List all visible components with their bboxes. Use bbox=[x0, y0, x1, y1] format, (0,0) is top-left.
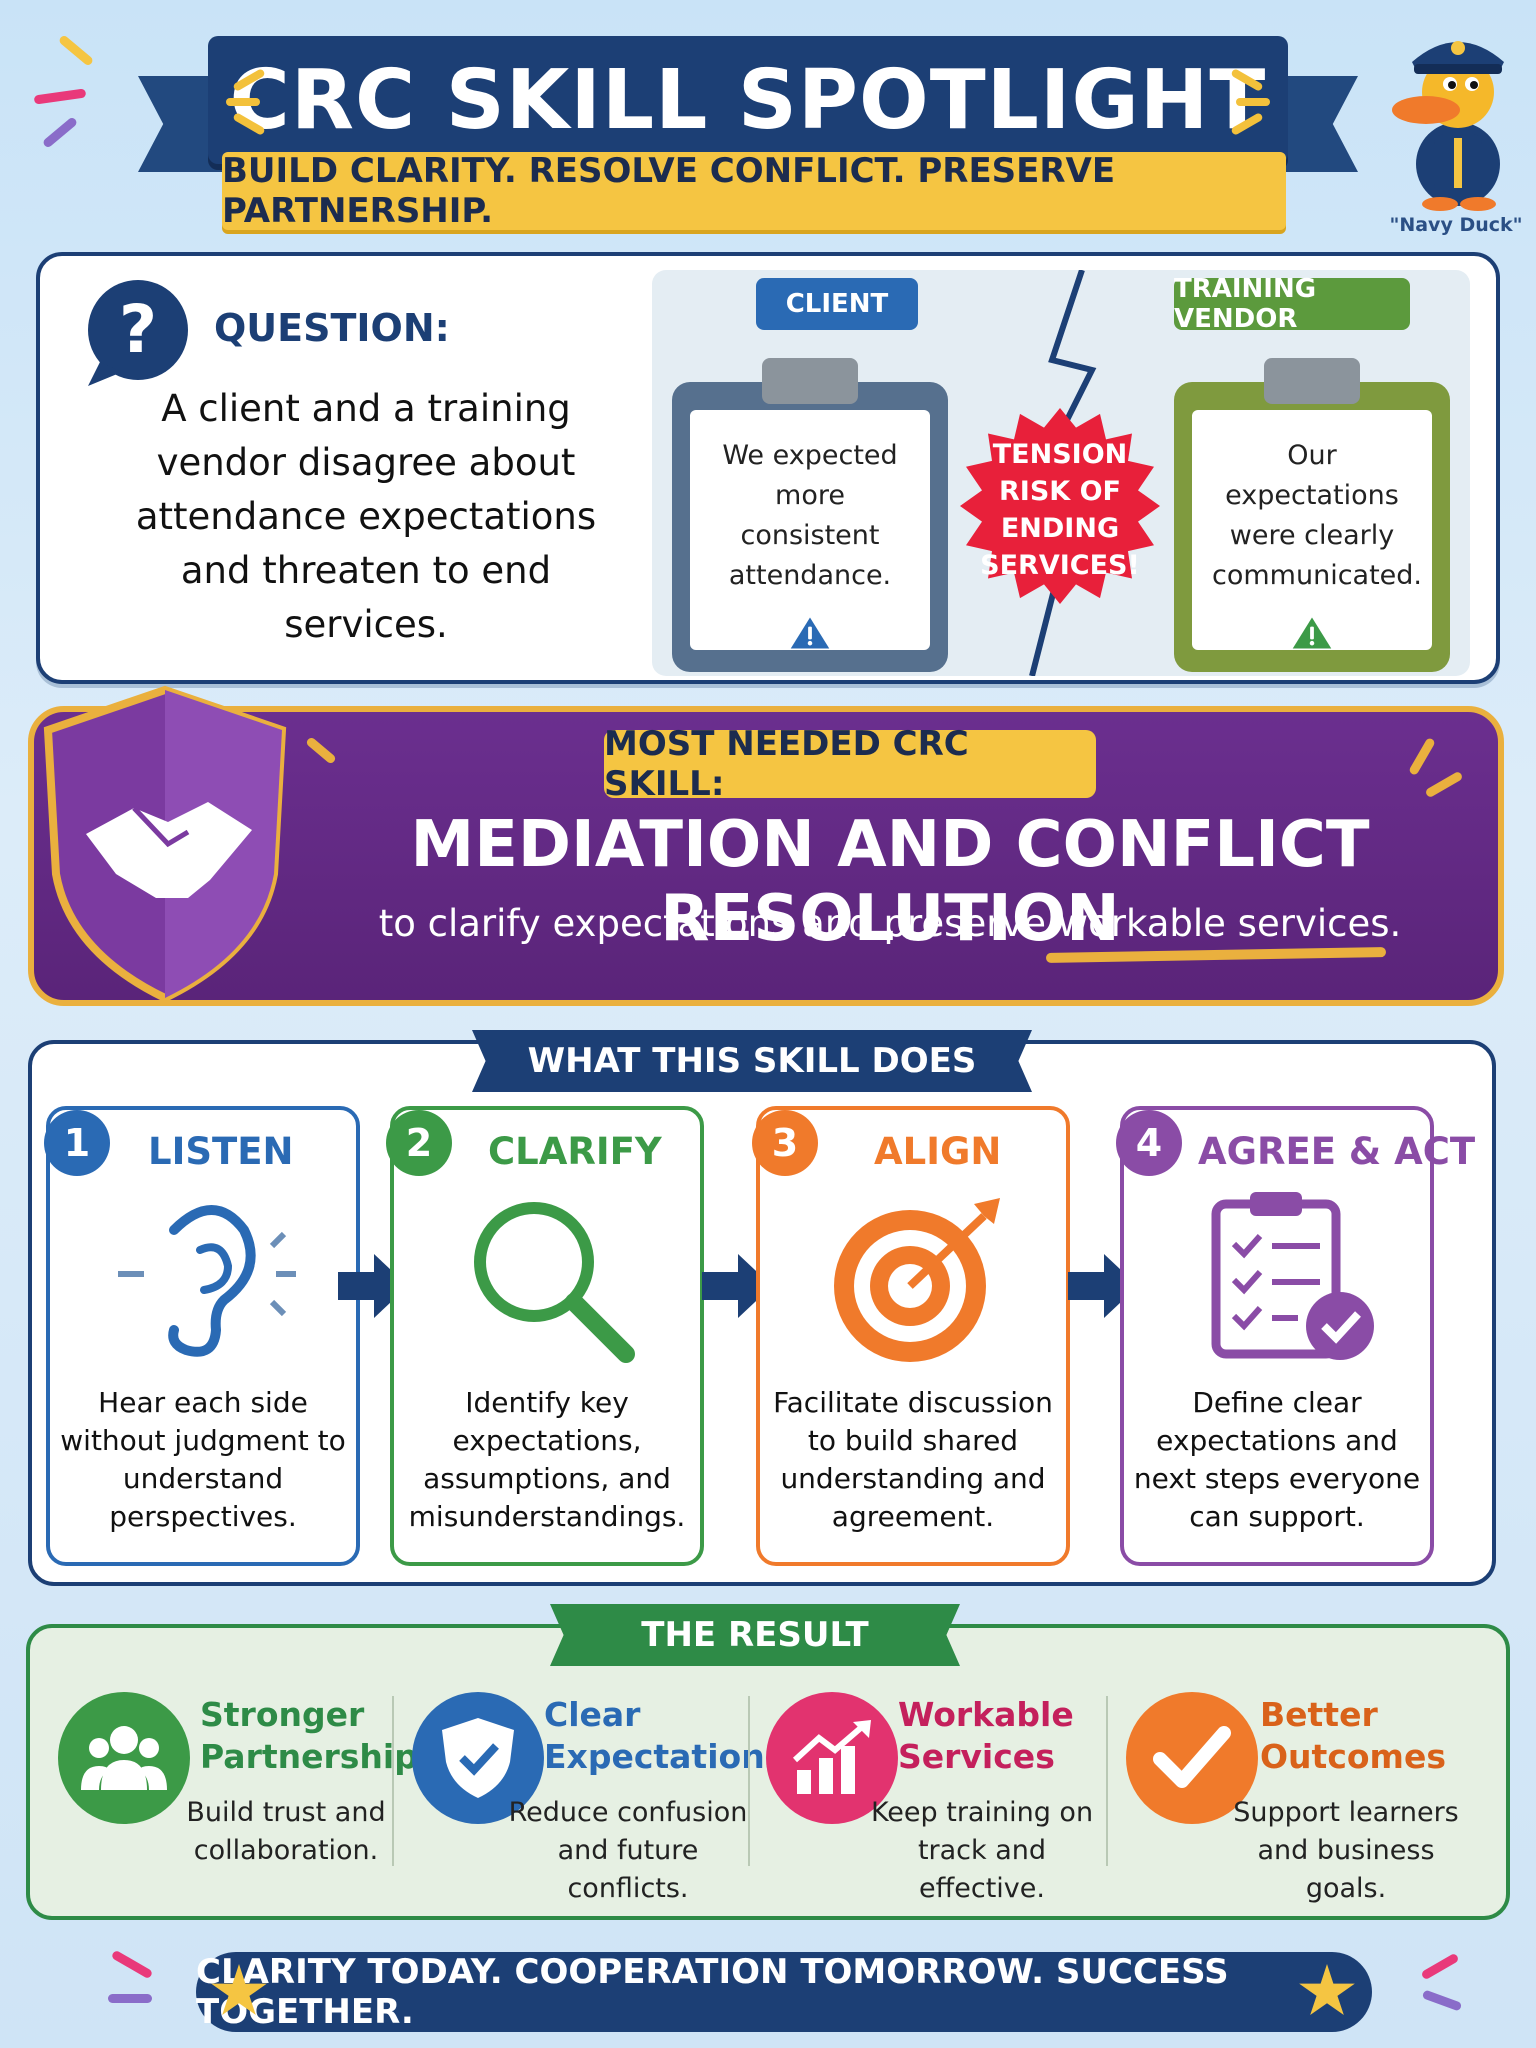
result-description: Reduce confusion and future conflicts. bbox=[508, 1797, 748, 1904]
decor-dash bbox=[33, 88, 87, 105]
step-card-listen bbox=[46, 1106, 360, 1566]
checklist-icon bbox=[1211, 1192, 1374, 1360]
conflict-scene: CLIENT TRAINING VENDOR We expected more … bbox=[652, 270, 1470, 676]
question-label: QUESTION: bbox=[214, 306, 450, 350]
clipboard-clip bbox=[1264, 358, 1360, 404]
step-title: ALIGN bbox=[874, 1130, 1002, 1173]
client-note: We expected more consistent attendance. bbox=[722, 440, 898, 591]
question-bubble-icon: ? bbox=[88, 280, 188, 386]
skill-tag: MOST NEEDED CRC SKILL: bbox=[604, 724, 1096, 804]
warning-icon bbox=[1292, 617, 1332, 649]
step-card-clarify bbox=[390, 1106, 704, 1566]
magnifier-icon bbox=[474, 1202, 635, 1363]
tagline: BUILD CLARITY. RESOLVE CONFLICT. PRESERV… bbox=[222, 151, 1116, 231]
step-number: 1 bbox=[44, 1110, 110, 1176]
spark-decor bbox=[226, 98, 260, 106]
decor-dash bbox=[1421, 1989, 1463, 2012]
shield-check-icon bbox=[442, 1718, 514, 1798]
step-number: 2 bbox=[386, 1110, 452, 1176]
result-title: Better Outcomes bbox=[1260, 1695, 1446, 1776]
result-badge bbox=[766, 1692, 898, 1824]
clipboard-clip bbox=[762, 358, 858, 404]
divider bbox=[392, 1696, 394, 1866]
question-text: A client and a training vendor disagree … bbox=[135, 387, 597, 646]
warning-icon bbox=[790, 617, 830, 649]
vendor-note: Our expectations were clearly communicat… bbox=[1212, 440, 1423, 591]
decor-dash bbox=[108, 1994, 152, 2003]
step-title: CLARIFY bbox=[488, 1130, 662, 1173]
client-tag: CLIENT bbox=[756, 278, 918, 330]
decor-dash bbox=[110, 1949, 154, 1980]
step-description: Facilitate discussion to build shared un… bbox=[773, 1386, 1053, 1533]
checkmark-icon bbox=[1153, 1726, 1231, 1788]
vendor-tag: TRAINING VENDOR bbox=[1174, 274, 1410, 334]
decor-dash bbox=[1420, 1952, 1460, 1981]
page-title: CRC SKILL SPOTLIGHT bbox=[229, 52, 1267, 148]
result-title: Stronger Partnership bbox=[200, 1695, 418, 1776]
title-banner: CRC SKILL SPOTLIGHT bbox=[208, 36, 1288, 164]
skill-subtitle: to clarify expectations and preserve wor… bbox=[378, 902, 1402, 945]
spark-decor bbox=[1236, 98, 1270, 106]
step-title: LISTEN bbox=[148, 1130, 294, 1173]
step-title: AGREE & ACT bbox=[1198, 1130, 1476, 1173]
result-ribbon: THE RESULT bbox=[580, 1604, 930, 1666]
result-description: Build trust and collaboration. bbox=[186, 1797, 386, 1866]
result-description: Keep training on track and effective. bbox=[870, 1797, 1094, 1904]
divider bbox=[748, 1696, 750, 1866]
step-description: Identify key expectations, assumptions, … bbox=[408, 1386, 686, 1533]
step-card-agree-act bbox=[1120, 1106, 1434, 1566]
does-ribbon: WHAT THIS SKILL DOES bbox=[502, 1030, 1002, 1092]
svg-text:?: ? bbox=[119, 291, 157, 368]
target-icon bbox=[834, 1198, 1000, 1362]
result-title: Workable Services bbox=[898, 1695, 1074, 1776]
step-description: Hear each side without judgment to under… bbox=[60, 1386, 346, 1533]
people-icon bbox=[81, 1726, 167, 1790]
step-description: Define clear expectations and next steps… bbox=[1133, 1386, 1421, 1533]
result-badge bbox=[1126, 1692, 1258, 1824]
decor-dash bbox=[41, 116, 79, 149]
step-number: 4 bbox=[1116, 1110, 1182, 1176]
decor-dash bbox=[57, 34, 95, 67]
result-title: Clear Expectations bbox=[544, 1695, 785, 1776]
ear-icon bbox=[118, 1205, 296, 1357]
arrow-right-icon bbox=[702, 1254, 772, 1318]
growth-chart-icon bbox=[792, 1720, 871, 1794]
client-clipboard: We expected more consistent attendance. bbox=[672, 382, 948, 672]
tension-text: TENSION RISK OF ENDING SERVICES! bbox=[980, 439, 1140, 581]
handshake-shield-icon bbox=[43, 685, 287, 1003]
navy-duck-mascot-icon bbox=[1392, 41, 1504, 211]
result-badge bbox=[412, 1692, 544, 1824]
tension-starburst bbox=[960, 408, 1160, 604]
result-description: Support learners and business goals. bbox=[1233, 1797, 1459, 1904]
footer-banner: CLARITY TODAY. COOPERATION TOMORROW. SUC… bbox=[196, 1952, 1372, 2032]
skill-title: MEDIATION AND CONFLICT RESOLUTION bbox=[410, 808, 1370, 956]
footer-text: CLARITY TODAY. COOPERATION TOMORROW. SUC… bbox=[196, 1952, 1229, 2032]
step-number: 3 bbox=[752, 1110, 818, 1176]
tagline-banner: BUILD CLARITY. RESOLVE CONFLICT. PRESERV… bbox=[222, 151, 1286, 231]
result-badge bbox=[58, 1692, 190, 1824]
vendor-clipboard: Our expectations were clearly communicat… bbox=[1174, 382, 1450, 672]
divider bbox=[1106, 1696, 1108, 1866]
mascot-caption: "Navy Duck" bbox=[1389, 214, 1523, 236]
